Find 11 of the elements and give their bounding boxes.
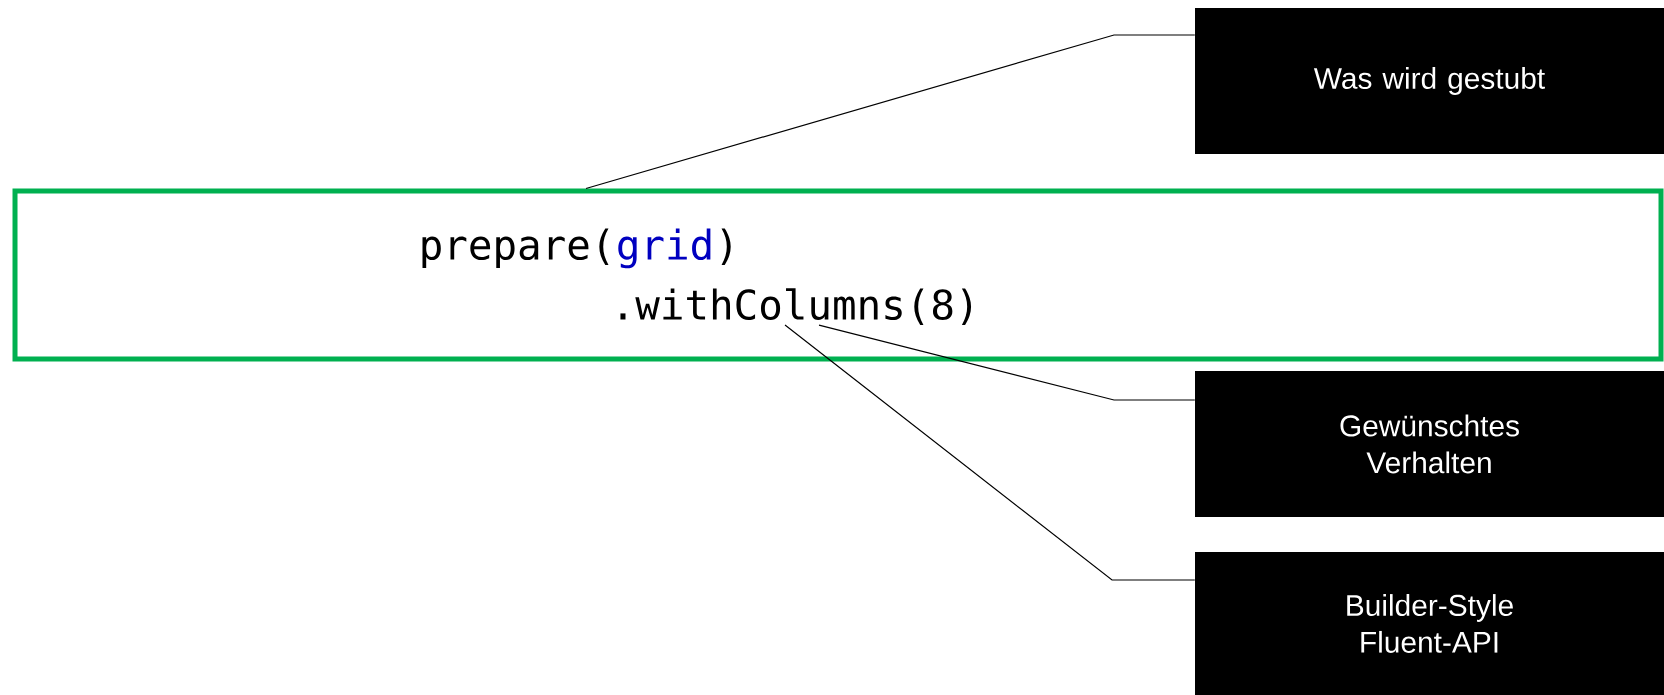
- label-box: Gewünschtes Verhalten: [1195, 371, 1664, 517]
- label-box: Builder-Style Fluent-API: [1195, 552, 1664, 695]
- leader-line: [784, 324, 1196, 581]
- code-text: prepare(: [422, 228, 609, 268]
- leader-line: [818, 324, 1196, 401]
- code-text: .withColumns(8): [620, 288, 972, 325]
- code-text: grid: [618, 228, 711, 269]
- code-box: [12, 188, 1664, 362]
- code-text: ): [721, 228, 731, 265]
- leader-line: [585, 34, 1196, 190]
- label-box: Was wird gestubt: [1195, 8, 1664, 154]
